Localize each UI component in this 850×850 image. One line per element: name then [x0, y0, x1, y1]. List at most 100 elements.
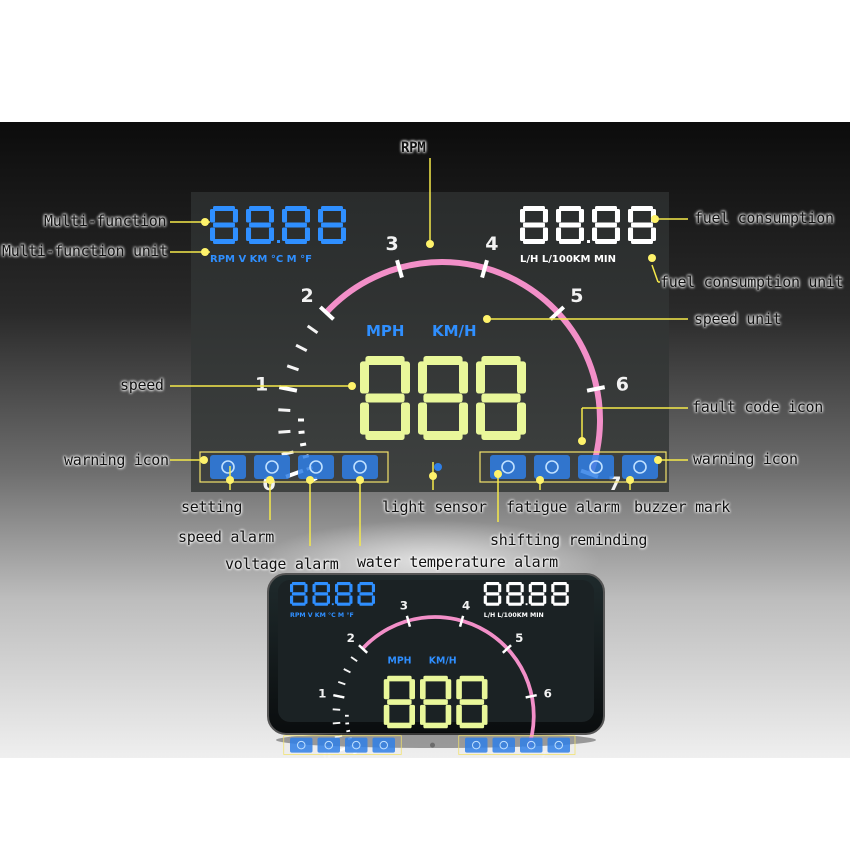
- decimal-point: [525, 603, 528, 606]
- coffee-cup-icon-glyph: [499, 740, 508, 750]
- left-icon-group: [283, 735, 402, 755]
- multi-function-digit: [210, 206, 238, 244]
- rpm-dash: [295, 343, 308, 352]
- battery-icon-glyph: [352, 740, 361, 750]
- decimal-point: [331, 603, 334, 606]
- gear-icon-glyph: [221, 460, 235, 474]
- gear-icon: [210, 455, 246, 479]
- unit-kmh: KM/H: [432, 322, 477, 340]
- rpm-tick: [405, 615, 412, 628]
- speed-alarm-icon: [317, 737, 340, 753]
- rpm-tick-label: 6: [544, 686, 552, 700]
- speaker-icon: [622, 455, 658, 479]
- rpm-dash: [278, 429, 291, 434]
- unit-mph: MPH: [388, 655, 412, 666]
- rpm-tick: [549, 305, 566, 321]
- multi-function-digit: [246, 206, 274, 244]
- leader-dot: [648, 254, 656, 262]
- speed-alarm-icon-glyph: [265, 460, 279, 474]
- callout-lines: [170, 158, 688, 546]
- setting-label: setting: [181, 498, 243, 516]
- rpm-tick-label: 4: [462, 598, 470, 612]
- rpm-tick: [358, 644, 369, 654]
- speed-alarm-icon: [254, 455, 290, 479]
- rpm-tick: [278, 385, 298, 393]
- rpm-dash: [286, 364, 300, 372]
- fuel-consumption-digit: [592, 206, 620, 244]
- rpm-tick-label: 4: [485, 233, 498, 255]
- speaker-icon: [547, 737, 570, 753]
- speed-digit: [360, 356, 410, 440]
- leader-dot: [348, 382, 356, 390]
- thermometer-icon-glyph: [379, 740, 388, 750]
- rpm-tick-label: 3: [400, 598, 408, 612]
- leader-dot: [306, 476, 314, 484]
- unit-kmh: KM/H: [429, 655, 457, 666]
- speed-digit: [418, 356, 468, 440]
- multi-function-digit: [318, 206, 346, 244]
- rpm-dash: [337, 681, 346, 686]
- fuel-consumption-digit: [556, 206, 584, 244]
- multi-function-unit-row: RPM V KM °C M °F: [290, 611, 354, 619]
- speed-digit: [420, 675, 452, 729]
- left-icon-group: [199, 451, 389, 483]
- rpm-arc: [361, 615, 536, 751]
- rpm-dash: [306, 324, 319, 335]
- thermometer-icon: [342, 455, 378, 479]
- leader-dot: [578, 437, 586, 445]
- engine-icon: [578, 455, 614, 479]
- fuel-consumption-label: fuel consumption: [694, 209, 834, 227]
- rpm-tick: [480, 259, 489, 279]
- rpm-tick-label: 2: [347, 631, 355, 645]
- rpm-tick: [501, 644, 512, 654]
- leader-dot: [429, 472, 437, 480]
- multi-function-digit: [357, 582, 375, 606]
- rpm-tick-label: 1: [255, 374, 268, 396]
- rpm-tick: [333, 693, 345, 699]
- rpm-tick-label: 7: [539, 748, 547, 758]
- light-sensor-dot: [434, 463, 442, 471]
- rpm-tick-label: 5: [570, 285, 583, 307]
- shifting-reminding-label: shifting reminding: [490, 531, 648, 549]
- rpm-tick: [458, 615, 465, 628]
- rpm-tick-label: 2: [301, 285, 314, 307]
- speaker-icon-glyph: [554, 740, 563, 750]
- thermometer-icon-glyph: [353, 460, 367, 474]
- leader-dot: [654, 456, 662, 464]
- speed-digit: [456, 675, 488, 729]
- multi-function-digit: [290, 582, 308, 606]
- leader-dot: [536, 476, 544, 484]
- rpm-dash: [350, 656, 358, 663]
- multi-function-digit: [335, 582, 353, 606]
- voltage-alarm-label: voltage alarm: [225, 555, 339, 573]
- gear-icon-glyph: [297, 740, 306, 750]
- coffee-cup-icon: [492, 737, 515, 753]
- shift-icon-glyph: [501, 460, 515, 474]
- fuel-consumption-digit: [528, 582, 547, 606]
- speed-unit-label: speed unit: [694, 310, 782, 328]
- fuel-consumption-unit-row: L/H L/100KM MIN: [520, 254, 616, 265]
- rpm-tick-label: 0: [323, 748, 331, 758]
- battery-icon-glyph: [309, 460, 323, 474]
- speed-digit: [383, 675, 415, 729]
- engine-icon: [520, 737, 543, 753]
- rpm-dash: [332, 721, 341, 725]
- leader-dot: [200, 456, 208, 464]
- multi-function-unit-row: RPM V KM °C M °F: [210, 254, 312, 265]
- shift-icon: [465, 737, 488, 753]
- fuel-consumption-digit: [551, 582, 569, 606]
- rpm-tick-label: 5: [515, 631, 523, 645]
- shift-icon-glyph: [472, 740, 481, 750]
- leader-dot: [266, 476, 274, 484]
- rpm-tick-label: 6: [616, 374, 629, 396]
- leader-dot: [651, 215, 659, 223]
- rpm-dash: [343, 668, 351, 674]
- buzzer-mark-label: buzzer mark: [634, 498, 731, 516]
- leader-dot: [426, 240, 434, 248]
- decimal-point: [587, 240, 590, 243]
- product-photo: RPM V KM °C M °F L/H L/100KM MIN 0 1 2 3 4 5 6 7 M…: [0, 122, 850, 758]
- rpm-dash: [298, 430, 305, 435]
- gear-icon: [290, 737, 313, 753]
